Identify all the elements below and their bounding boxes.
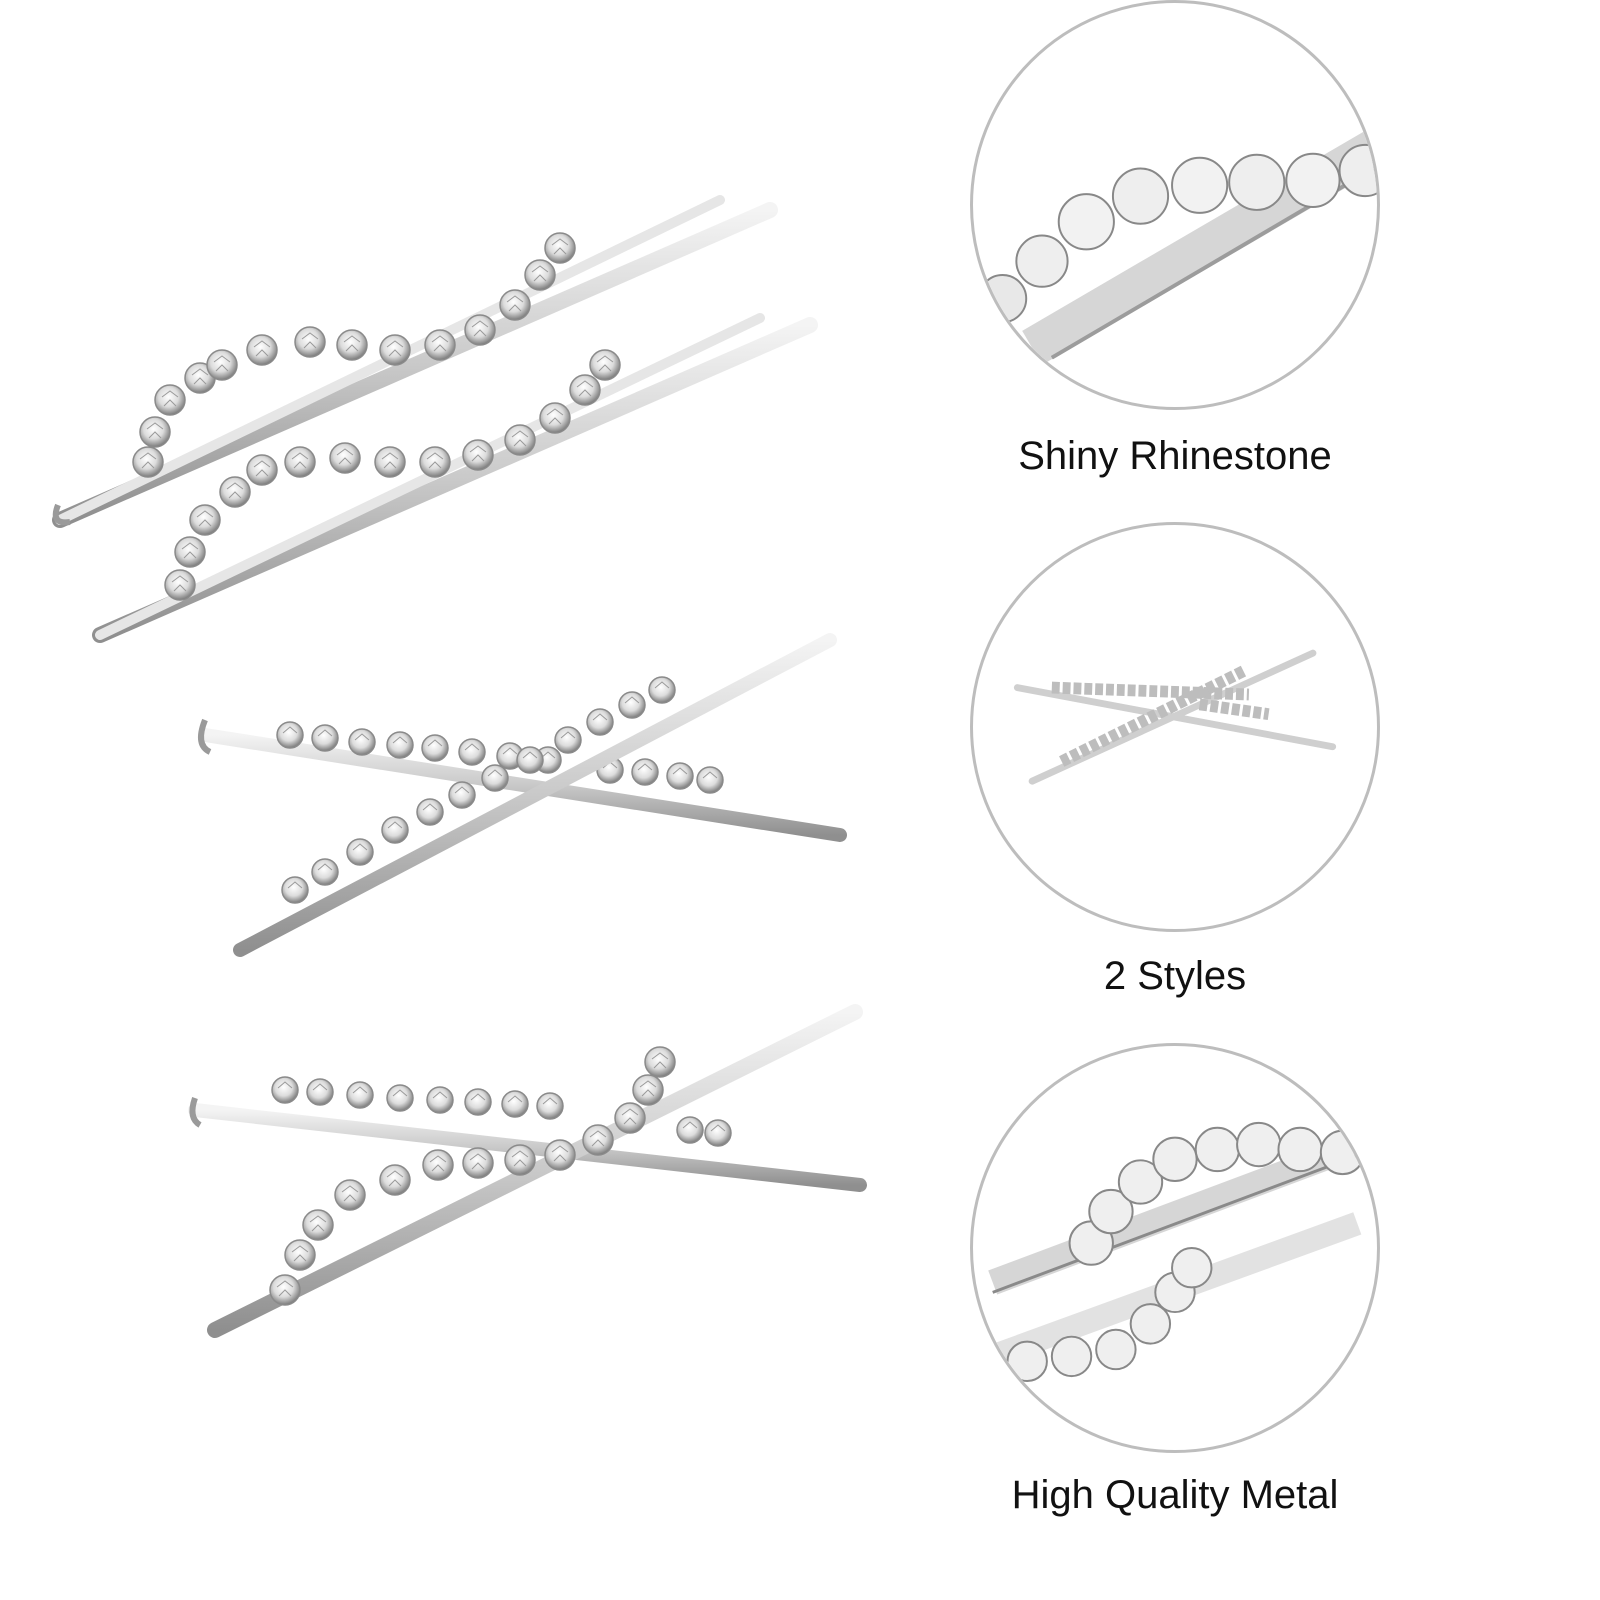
hairpin-illustration — [52, 195, 867, 1338]
feature-caption: Shiny Rhinestone — [1018, 434, 1332, 478]
detail-circle — [970, 522, 1380, 932]
wave-pin-1 — [52, 195, 778, 528]
wave-pin-lower — [207, 1004, 863, 1338]
straight-pin-horizontal — [198, 718, 847, 842]
two-styles-closeup — [1013, 649, 1337, 785]
feature-caption: 2 Styles — [1103, 954, 1247, 998]
feature-caption: High Quality Metal — [1011, 1473, 1339, 1517]
rhinestone-closeup — [977, 123, 1377, 365]
wave-pin-2 — [92, 313, 818, 643]
feature-two-styles: 2 Styles — [970, 520, 1386, 1040]
feature-high-quality-metal: High Quality Metal — [970, 1043, 1386, 1563]
detail-circle — [970, 0, 1380, 410]
metal-closeup — [988, 1121, 1377, 1383]
straight-pin-diagonal — [233, 633, 837, 957]
detail-circle — [970, 1043, 1380, 1453]
feature-shiny-rhinestone: Shiny Rhinestone — [970, 0, 1386, 520]
